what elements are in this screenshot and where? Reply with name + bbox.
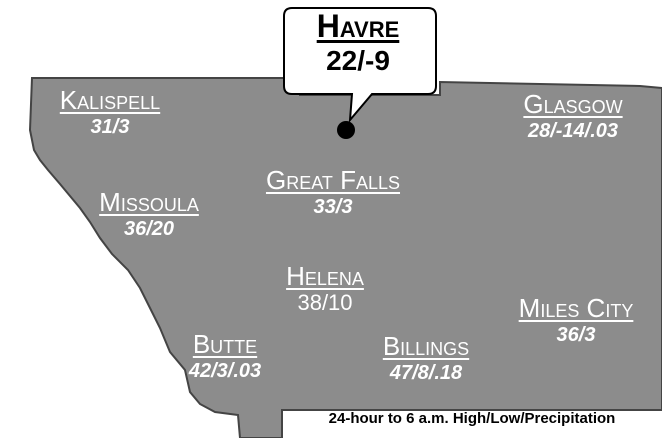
havre-reading: 22/-9 — [326, 45, 390, 76]
city-name: Kalispell — [59, 85, 161, 115]
city-reading: 47/8/.18 — [389, 362, 463, 384]
havre-callout: Havre 22/-9 — [284, 6, 432, 92]
city-name: Butte — [192, 329, 258, 359]
city-missoula: Missoula 36/20 — [78, 188, 220, 242]
city-helena: Helena 38/10 — [260, 262, 390, 316]
havre-location-dot — [337, 121, 355, 139]
city-name: Billings — [382, 331, 470, 361]
city-miles-city: Miles City 36/3 — [496, 294, 656, 348]
city-reading: 33/3 — [313, 196, 353, 218]
city-billings: Billings 47/8/.18 — [356, 332, 496, 386]
city-glasgow: Glasgow 28/-14/.03 — [488, 90, 658, 144]
havre-name: Havre — [316, 8, 400, 44]
city-name: Great Falls — [265, 165, 401, 195]
city-reading: 36/20 — [123, 218, 175, 240]
city-name: Missoula — [99, 187, 199, 217]
havre-callout-bubble — [283, 7, 437, 124]
city-name: Miles City — [518, 293, 634, 323]
city-butte: Butte 42/3/.03 — [160, 330, 290, 384]
city-great-falls: Great Falls 33/3 — [238, 166, 428, 220]
city-name: Glasgow — [523, 89, 623, 119]
montana-state-shape — [28, 77, 662, 438]
city-reading: 36/3 — [556, 324, 596, 346]
city-reading: 28/-14/.03 — [527, 120, 619, 142]
city-reading: 38/10 — [297, 290, 353, 315]
map-caption: 24-hour to 6 a.m. High/Low/Precipitation — [328, 410, 616, 427]
city-name: Helena — [286, 261, 364, 291]
city-kalispell: Kalispell 31/3 — [40, 86, 180, 140]
city-reading: 31/3 — [90, 116, 130, 138]
city-reading: 42/3/.03 — [188, 360, 262, 382]
